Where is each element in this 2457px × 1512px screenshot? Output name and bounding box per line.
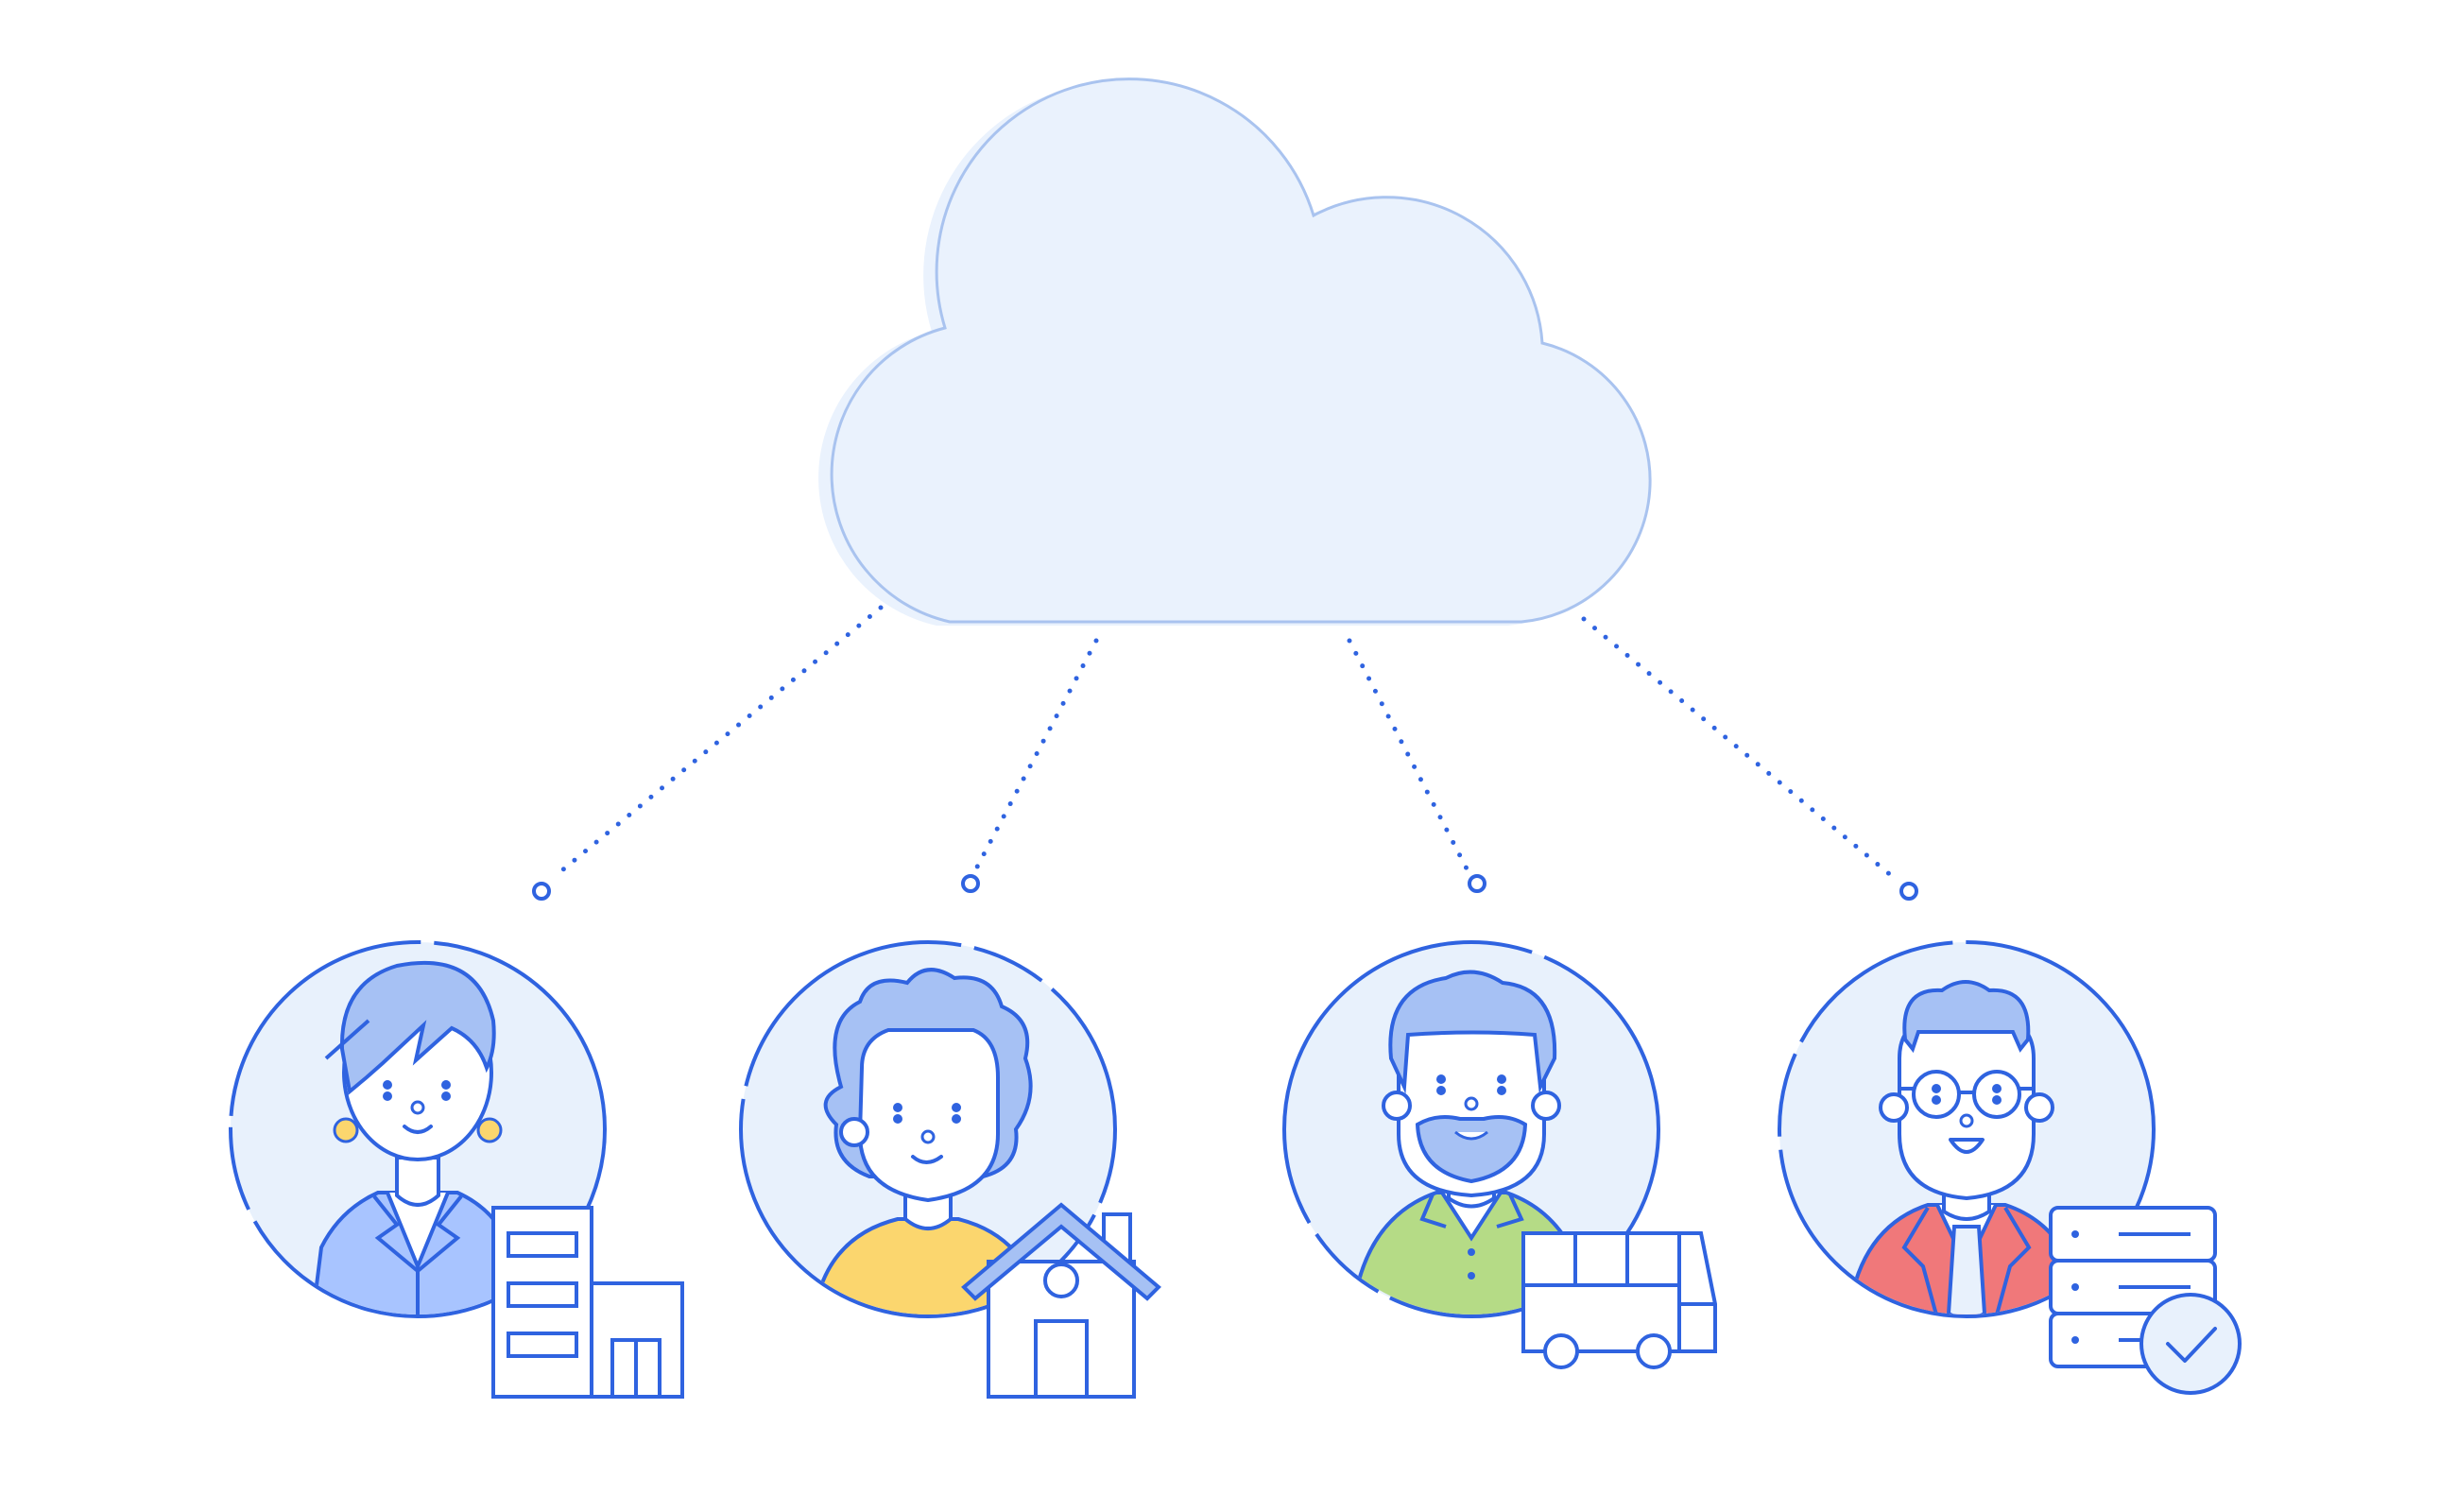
user-node-3	[1282, 940, 1717, 1369]
man-glasses-icon	[1845, 980, 2088, 1314]
connector-line-4	[1581, 616, 1896, 880]
connector-endpoint-2	[961, 874, 980, 893]
connector-line-1	[555, 605, 884, 877]
woman-curly-hair-icon	[810, 968, 1046, 1314]
connector-endpoint-1	[532, 882, 551, 901]
user-node-2	[739, 940, 1161, 1399]
connector-line-2	[971, 638, 1099, 877]
user-node-4	[1778, 940, 2242, 1395]
server-check-icon	[2049, 1206, 2242, 1395]
connector-endpoints	[532, 874, 1918, 901]
house-icon	[961, 1202, 1161, 1399]
office-building-icon	[491, 1206, 684, 1399]
connector-endpoint-4	[1899, 882, 1918, 901]
delivery-truck-icon	[1521, 1231, 1717, 1369]
connector-lines	[555, 605, 1896, 880]
woman-short-hair-icon	[309, 960, 521, 1314]
connector-endpoint-3	[1468, 874, 1486, 893]
connector-line-3	[1347, 638, 1472, 877]
user-node-1	[229, 940, 684, 1399]
cloud-icon	[818, 77, 1652, 627]
